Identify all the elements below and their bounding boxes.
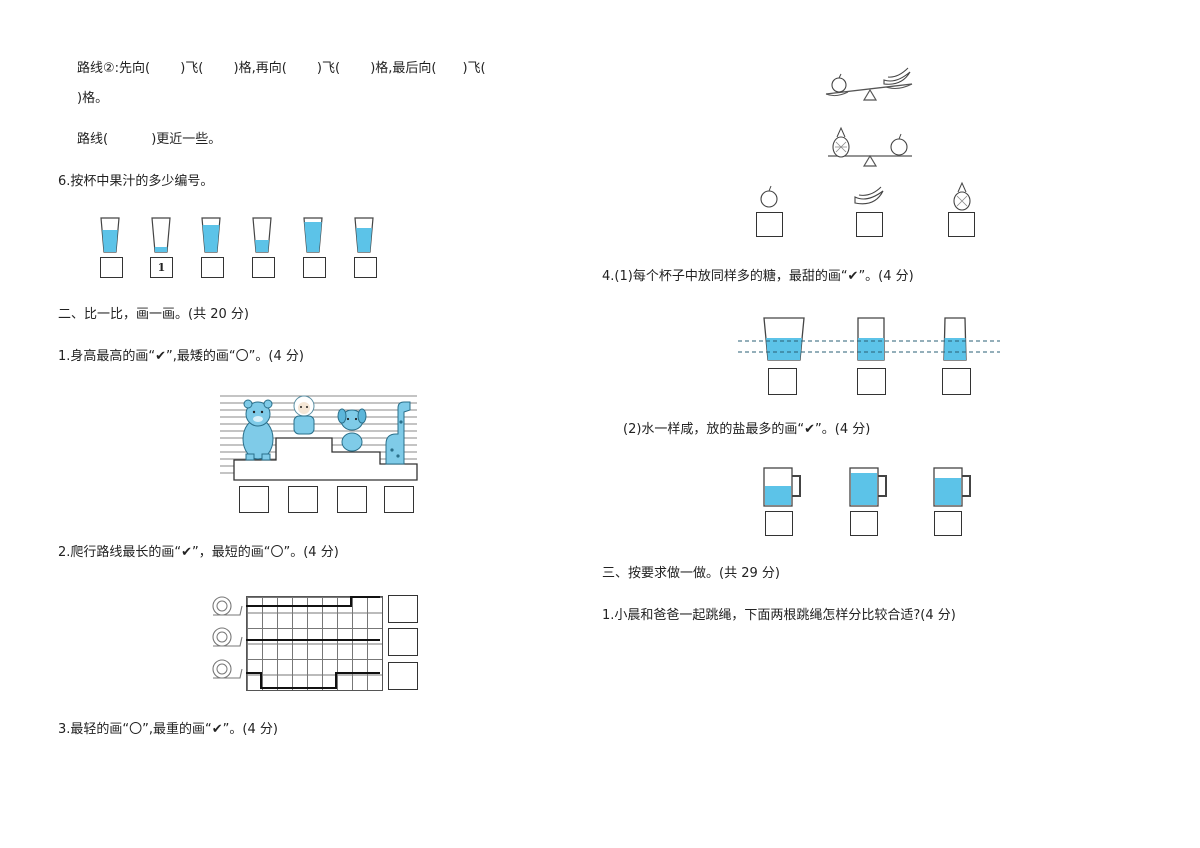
mug-icon [763, 467, 801, 507]
answer-box[interactable] [856, 212, 883, 237]
pineapple-icon [953, 181, 971, 211]
question-2-2-title: 2.爬行路线最长的画“✔”，最短的画“〇”。(4 分) [58, 545, 339, 560]
answer-box[interactable] [850, 511, 878, 536]
cup-icon [100, 217, 120, 253]
section-2-heading: 二、比一比，画一画。(共 20 分) [58, 307, 249, 322]
salt-mugs [763, 467, 971, 507]
answer-box[interactable] [934, 511, 962, 536]
apple-icon [760, 185, 778, 208]
snail-icon [212, 659, 243, 679]
route-closer-question: 路线( )更近一些。 [77, 132, 222, 147]
answer-box[interactable] [252, 257, 275, 278]
cup-icon [201, 217, 221, 253]
snail-icon [212, 627, 243, 647]
juice-cups [100, 217, 374, 253]
answer-box[interactable] [354, 257, 377, 278]
question-2-1-title: 1.身高最高的画“✔”,最矮的画“〇”。(4 分) [58, 349, 304, 364]
apple-icon [890, 133, 908, 156]
answer-box[interactable] [288, 486, 318, 513]
answer-box[interactable] [388, 595, 418, 623]
cup-icon [763, 317, 805, 361]
mug-icon [933, 467, 971, 507]
giraffe-icon [385, 401, 411, 465]
cup-icon [252, 217, 272, 253]
sheep-icon [293, 395, 315, 435]
cup-icon [151, 217, 171, 253]
snail-icon [212, 596, 243, 616]
pineapple-icon [832, 126, 850, 158]
question-4-2-title: (2)水一样咸，放的盐最多的画“✔”。(4 分) [623, 422, 871, 437]
answer-box-given: 1 [150, 257, 173, 278]
answer-box[interactable] [765, 511, 793, 536]
answer-box[interactable] [857, 368, 886, 395]
question-3-1-title: 1.小晨和爸爸一起跳绳，下面两根跳绳怎样分比较合适?(4 分) [602, 608, 956, 623]
banana-icon [883, 67, 911, 85]
cup-icon [354, 217, 374, 253]
route2-question: 路线②:先向( )飞( )格,再向( )飞( )格,最后向( )飞( [77, 61, 486, 76]
banana-icon [854, 186, 884, 205]
answer-box[interactable] [948, 212, 975, 237]
cup-icon [303, 217, 323, 253]
route-grid [246, 596, 383, 691]
question-4-1-title: 4.(1)每个杯子中放同样多的糖，最甜的画“✔”。(4 分) [602, 269, 914, 284]
sugar-cups [738, 317, 1000, 361]
answer-box[interactable] [384, 486, 414, 513]
question-6-title: 6.按杯中果汁的多少编号。 [58, 174, 214, 189]
route2-question-tail: )格。 [77, 91, 109, 106]
answer-box[interactable] [388, 662, 418, 690]
answer-box[interactable] [201, 257, 224, 278]
fruit-row [760, 181, 971, 211]
apple-icon [831, 73, 847, 93]
cup-icon [857, 317, 885, 361]
crawl-paths [246, 596, 380, 689]
balance-scale-icon [825, 67, 913, 101]
question-2-3-title: 3.最轻的画“〇”,最重的画“✔”。(4 分) [58, 722, 278, 737]
answer-box[interactable] [337, 486, 367, 513]
snails [212, 596, 243, 679]
answer-box[interactable] [768, 368, 797, 395]
answer-box[interactable] [388, 628, 418, 656]
answer-box[interactable] [756, 212, 783, 237]
section-3-heading: 三、按要求做一做。(共 29 分) [602, 566, 780, 581]
dog-icon [337, 408, 367, 452]
bear-icon [242, 399, 274, 461]
mug-icon [849, 467, 887, 507]
answer-box[interactable] [100, 257, 123, 278]
answer-box[interactable] [239, 486, 269, 513]
height-comparison-scene [220, 395, 418, 481]
cup-icon [943, 317, 967, 361]
answer-box[interactable] [942, 368, 971, 395]
balance-scale-icon [828, 126, 912, 167]
answer-box[interactable] [303, 257, 326, 278]
